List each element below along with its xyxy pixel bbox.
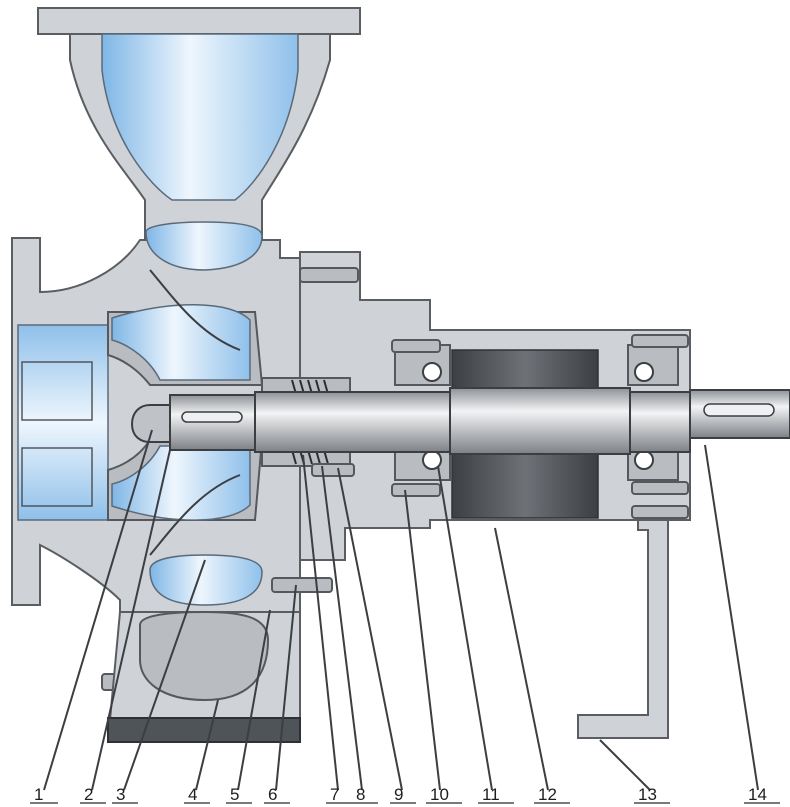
label-8: 8	[356, 785, 365, 804]
label-13: 13	[638, 785, 657, 804]
label-7: 7	[330, 785, 339, 804]
label-10: 10	[430, 785, 449, 804]
impeller	[107, 269, 264, 556]
leader-lines	[43, 429, 759, 791]
pump-shaft	[130, 387, 790, 455]
label-3: 3	[116, 785, 125, 804]
label-11: 11	[482, 785, 500, 804]
label-2: 2	[84, 785, 93, 804]
part-labels: 1 2 3 4 5 6 7 8 9 10 11 12 13 14	[34, 785, 767, 804]
label-1: 1	[34, 785, 43, 804]
label-12: 12	[538, 785, 557, 804]
label-9: 9	[394, 785, 403, 804]
support-bracket	[577, 519, 669, 739]
label-5: 5	[230, 785, 239, 804]
label-4: 4	[188, 785, 197, 804]
discharge-nozzle	[37, 7, 361, 241]
casing-foot	[107, 610, 301, 743]
label-6: 6	[268, 785, 277, 804]
label-14: 14	[748, 785, 767, 804]
